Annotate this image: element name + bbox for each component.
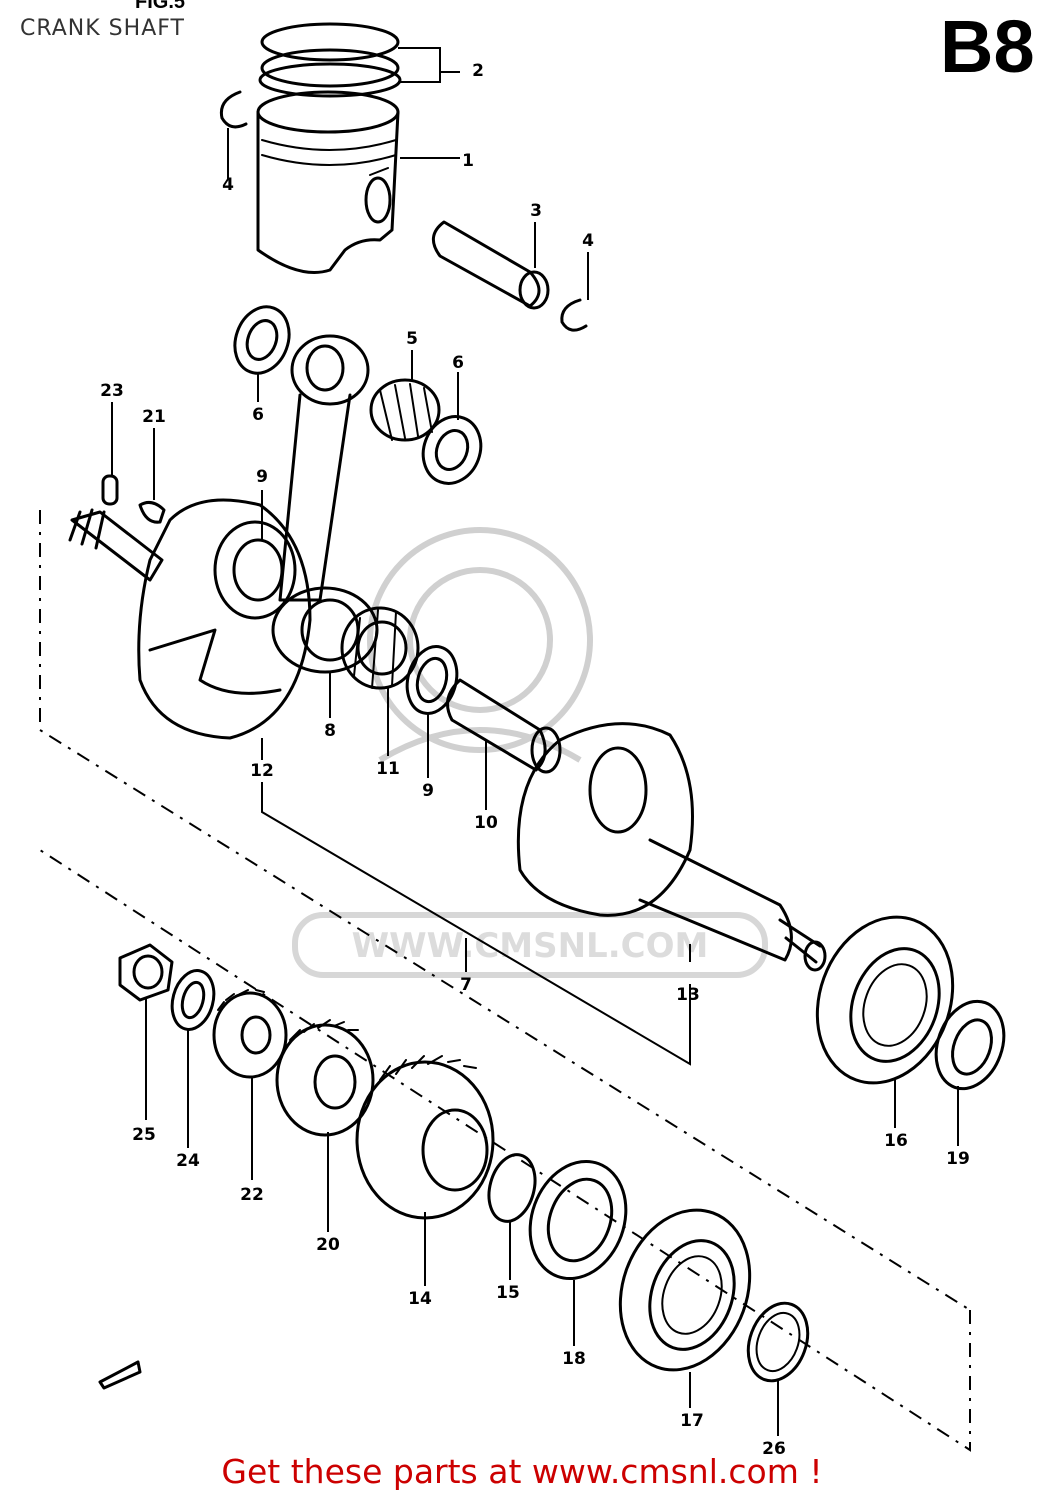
callout-label: 21: [142, 407, 166, 427]
callout-label: 20: [316, 1235, 340, 1255]
callout-label: 4: [222, 175, 234, 195]
callout-label: 16: [884, 1131, 908, 1151]
balancer-gear: [355, 1055, 495, 1220]
callout-label: 1: [462, 151, 474, 171]
callout-label: 3: [530, 201, 542, 221]
thrust-washer-right: [421, 415, 483, 485]
callout-label: 4: [582, 231, 594, 251]
callout-label: 11: [376, 759, 400, 779]
callout-label: 9: [256, 467, 268, 487]
front-arrow-icon: [98, 1360, 142, 1390]
piston-pin: [432, 220, 550, 310]
callout-label: 8: [324, 721, 336, 741]
callout-label: 10: [474, 813, 498, 833]
watermark-text: WWW.CMSNL.COM: [352, 926, 709, 966]
needle-bearing-small: [369, 378, 441, 442]
dowel-pin: [101, 474, 119, 506]
main-bearing-left: [618, 1208, 752, 1372]
primary-gear-small: [212, 989, 288, 1079]
piston-rings: [258, 22, 402, 98]
woodruff-key: [138, 500, 166, 524]
watermark-logo: WWW.CMSNL.COM: [292, 527, 768, 978]
shim: [746, 1301, 810, 1383]
callout-label: 7: [460, 975, 472, 995]
callout-label: 24: [176, 1151, 200, 1171]
oil-seal-right: [934, 999, 1006, 1091]
assembly-outline: [39, 510, 971, 1452]
callout-label: 19: [946, 1149, 970, 1169]
crank-pin-bearing: [340, 606, 420, 690]
callout-label: 23: [100, 381, 124, 401]
callout-label: 25: [132, 1125, 156, 1145]
callout-label: 12: [250, 761, 274, 781]
circlip-right: [560, 298, 588, 332]
callout-label: 15: [496, 1283, 520, 1303]
diagram-code: B8: [940, 5, 1035, 88]
callout-label: 9: [422, 781, 434, 801]
lock-washer: [170, 969, 216, 1031]
nut: [118, 943, 174, 1002]
leader-lines: [111, 47, 959, 1436]
callout-label: 6: [452, 353, 464, 373]
fig-label: FIG.5: [135, 0, 185, 13]
connecting-rod: [271, 334, 379, 674]
cta-link[interactable]: Get these parts at www.cmsnl.com !: [221, 1452, 823, 1491]
callout-label: 17: [680, 1411, 704, 1431]
callout-label: 14: [408, 1289, 432, 1309]
snap-ring: [487, 1153, 537, 1223]
callout-label: 2: [472, 61, 484, 81]
callout-label: 22: [240, 1185, 264, 1205]
main-bearing-right: [815, 915, 955, 1085]
callout-label: 26: [762, 1439, 786, 1459]
callout-label: 5: [406, 329, 418, 349]
primary-gear-helical: [275, 1019, 375, 1137]
section-title: CRANK SHAFT: [20, 16, 185, 41]
callout-label: 6: [252, 405, 264, 425]
circlip-left: [219, 90, 248, 129]
piston: [256, 90, 400, 274]
callout-label: 13: [676, 985, 700, 1005]
crank-web-left: [68, 498, 312, 740]
oil-seal-left: [528, 1159, 628, 1281]
callout-label: 18: [562, 1349, 586, 1369]
thrust-washer-left: [233, 305, 291, 375]
crank-web-right: [516, 722, 827, 972]
